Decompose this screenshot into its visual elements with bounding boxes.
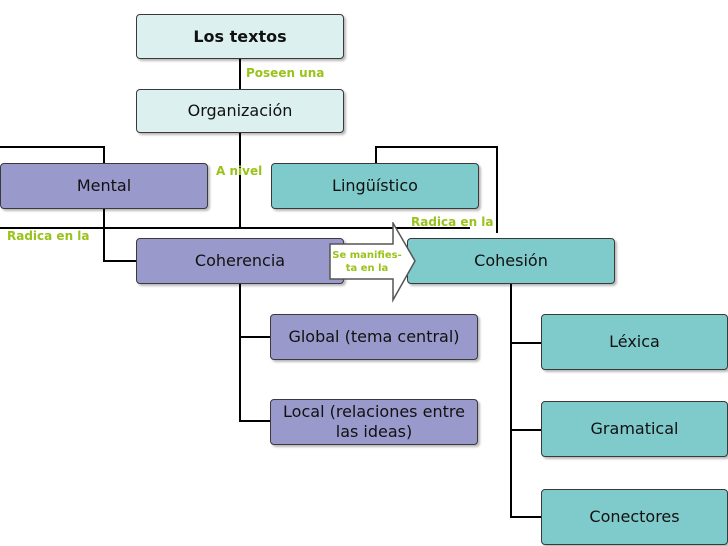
node-linguistico: Lingüístico bbox=[271, 163, 479, 209]
node-coherencia: Coherencia bbox=[136, 238, 344, 284]
connector-a-nivel: A nivel bbox=[216, 164, 263, 178]
manifest-arrow: Se manifies- ta en la bbox=[329, 222, 417, 304]
connector-radica-right: Radica en la bbox=[411, 215, 494, 229]
node-mental: Mental bbox=[0, 163, 208, 209]
node-los-textos-label: Los textos bbox=[193, 26, 287, 46]
node-mental-label: Mental bbox=[76, 176, 132, 195]
node-local-label: Local (relaciones entre las ideas) bbox=[283, 402, 465, 441]
connector-se-manifiesta: Se manifies- ta en la bbox=[329, 249, 405, 275]
node-linguistico-label: Lingüístico bbox=[332, 176, 418, 195]
node-organizacion: Organización bbox=[136, 89, 344, 133]
node-conectores-label: Conectores bbox=[589, 507, 680, 526]
node-los-textos: Los textos bbox=[136, 14, 344, 59]
block-arrow-shape bbox=[329, 222, 416, 303]
connector-se-manifiesta-line2: ta en la bbox=[345, 263, 389, 274]
node-lexica-label: Léxica bbox=[609, 332, 660, 351]
node-gramatical-label: Gramatical bbox=[590, 419, 679, 438]
connector-se-manifiesta-line1: Se manifies- bbox=[332, 250, 402, 261]
node-cohesion: Cohesión bbox=[407, 238, 615, 284]
node-global-label: Global (tema central) bbox=[288, 327, 460, 346]
node-coherencia-label: Coherencia bbox=[194, 251, 286, 270]
node-gramatical: Gramatical bbox=[541, 401, 728, 457]
node-lexica: Léxica bbox=[541, 314, 728, 370]
node-local: Local (relaciones entre las ideas) bbox=[270, 399, 478, 445]
connector-radica-left: Radica en la bbox=[7, 229, 90, 243]
node-global: Global (tema central) bbox=[270, 314, 478, 360]
node-conectores: Conectores bbox=[541, 489, 728, 545]
node-organizacion-label: Organización bbox=[187, 101, 293, 120]
connector-poseen-una: Poseen una bbox=[246, 66, 325, 80]
node-cohesion-label: Cohesión bbox=[474, 251, 548, 270]
